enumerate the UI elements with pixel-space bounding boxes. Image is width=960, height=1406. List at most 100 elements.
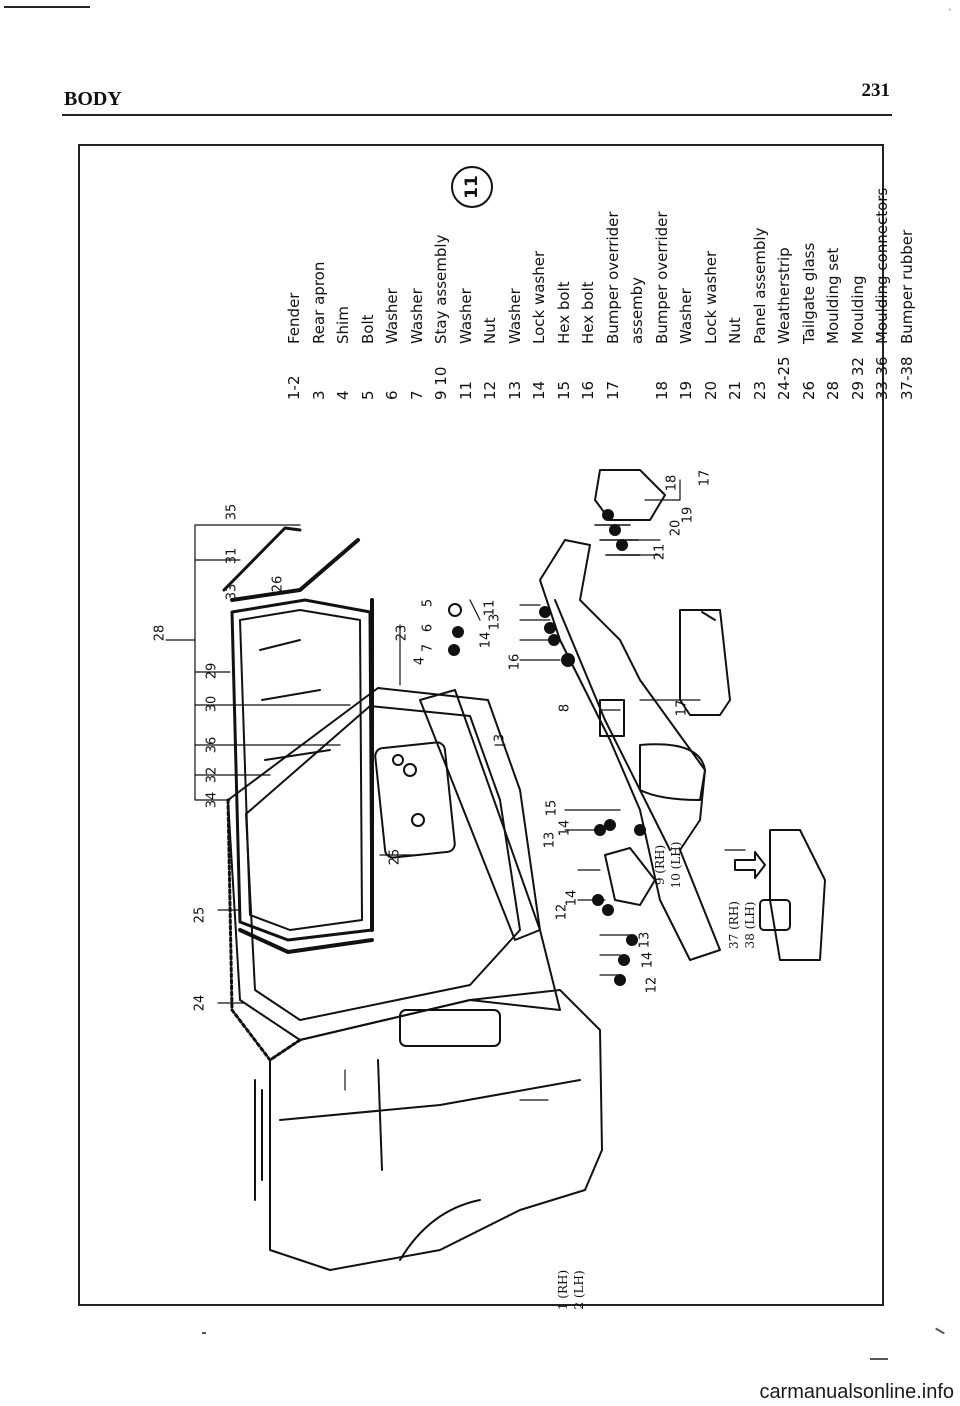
moulding-top bbox=[230, 538, 360, 602]
legend-part-number: 33-36 bbox=[873, 356, 891, 400]
callout-25-lower: 25 bbox=[387, 848, 403, 866]
callout-36: 36 bbox=[204, 736, 220, 754]
callout-3: 3 bbox=[492, 733, 508, 743]
legend-part-label: Weatherstrip bbox=[775, 247, 793, 344]
legend-part-number: 17 bbox=[603, 380, 622, 400]
legend-part-label: Stay assembly bbox=[432, 234, 450, 344]
legend-row: 6Washer bbox=[380, 188, 405, 400]
legend-row: 28Moulding set bbox=[821, 188, 846, 400]
callout-14: 14 bbox=[478, 631, 494, 649]
legend-row: 12Nut bbox=[478, 188, 503, 400]
lock-hole-1 bbox=[403, 763, 417, 777]
callout-37-rh: 37 (RH) bbox=[727, 901, 741, 949]
callout-25-upper: 25 bbox=[192, 906, 208, 924]
legend-part-label: Rear apron bbox=[309, 261, 328, 344]
legend-part-number: 7 bbox=[407, 390, 426, 400]
callout-28: 28 bbox=[152, 624, 168, 642]
callout-38-lh: 38 (LH) bbox=[743, 901, 757, 949]
page-header: BODY 231 bbox=[62, 78, 892, 116]
fender-lines bbox=[254, 1059, 383, 1201]
legend-part-label: assemby bbox=[628, 276, 646, 344]
legend-part-label: Washer bbox=[383, 288, 401, 344]
legend-row: 13 Washer bbox=[503, 188, 528, 400]
legend-part-number: 13 bbox=[505, 380, 524, 400]
callout-33: 33 bbox=[224, 583, 240, 601]
section-title: BODY bbox=[64, 88, 122, 110]
legend-part-label: Panel assembly bbox=[750, 227, 769, 344]
rubber-clip bbox=[759, 899, 791, 931]
legend-row: 37-38Bumper rubber bbox=[895, 188, 920, 400]
fender-outline bbox=[269, 989, 603, 1271]
plate-light bbox=[599, 699, 625, 737]
fender-lamp bbox=[399, 1009, 501, 1047]
callout-21: 21 bbox=[652, 543, 668, 561]
legend-part-label: Washer bbox=[407, 288, 426, 344]
figure-number-badge: 11 bbox=[451, 166, 493, 208]
lock-handle bbox=[392, 754, 404, 766]
legend-part-number: 3 bbox=[309, 390, 328, 400]
washer-13c bbox=[544, 622, 556, 634]
top-rule bbox=[4, 6, 90, 8]
bolt-14 bbox=[618, 954, 630, 966]
legend-part-label: Washer bbox=[505, 288, 524, 344]
legend-part-label: Fender bbox=[285, 292, 303, 344]
callout-35: 35 bbox=[224, 503, 240, 521]
legend-part-label: Shim bbox=[334, 306, 352, 344]
corner-mark: ʾ bbox=[948, 6, 952, 20]
lock-hole-2 bbox=[411, 813, 425, 827]
legend-row: 24-25 Weatherstrip bbox=[772, 188, 797, 400]
legend-part-number: 26 bbox=[799, 380, 818, 400]
callout-29: 29 bbox=[204, 662, 220, 680]
washer-19 bbox=[602, 509, 614, 521]
bolt-12 bbox=[614, 974, 626, 986]
watermark: carmanualsonline.info bbox=[759, 1381, 954, 1403]
legend-part-number: 11 bbox=[456, 380, 475, 400]
callout-9-rh: 9 (RH) bbox=[653, 844, 667, 886]
stray-mark-1 bbox=[202, 1332, 206, 1334]
weatherstrip bbox=[226, 798, 302, 1062]
bolt-16 bbox=[561, 653, 575, 667]
legend-row: 1-2Fender bbox=[282, 188, 307, 400]
washer-6 bbox=[452, 626, 464, 638]
legend-part-label: Moulding connectors bbox=[873, 187, 891, 344]
stay-assembly bbox=[604, 847, 656, 906]
callout-7: 7 bbox=[420, 643, 436, 653]
legend-part-number: 4 bbox=[334, 390, 352, 400]
callout-4: 4 bbox=[412, 656, 428, 666]
washer-7 bbox=[448, 644, 460, 656]
legend-row: 17 Bumper overrider bbox=[601, 188, 626, 400]
callout-13c: 13 bbox=[637, 931, 653, 949]
callout-12b: 12 bbox=[644, 976, 660, 994]
callout-16: 16 bbox=[507, 653, 523, 671]
legend-row: 3 Rear apron bbox=[307, 188, 332, 400]
washer-11 bbox=[539, 606, 551, 618]
glass-frame bbox=[230, 598, 374, 942]
legend-row: 5Bolt bbox=[356, 188, 381, 400]
legend-part-number: 16 bbox=[579, 380, 597, 400]
legend-part-number: 24-25 bbox=[775, 356, 793, 400]
legend-row: 26Tailgate glass bbox=[797, 188, 822, 400]
stray-mark-3 bbox=[870, 1358, 888, 1360]
legend-part-label: Lock washer bbox=[530, 250, 548, 344]
figure-frame bbox=[78, 144, 884, 1306]
legend-part-number: 20 bbox=[701, 380, 720, 400]
callout-1-rh: 1 (RH) bbox=[556, 1269, 570, 1311]
legend-row: assemby bbox=[625, 188, 650, 400]
legend-part-number: 18 bbox=[652, 380, 671, 400]
legend-row: 20Lock washer bbox=[699, 188, 724, 400]
legend-row: 15Hex bolt bbox=[552, 188, 577, 400]
legend-part-label: Washer bbox=[677, 288, 695, 344]
callout-10-lh: 10 (LH) bbox=[669, 841, 683, 889]
legend-part-label: Hex bolt bbox=[579, 281, 597, 344]
callout-13b: 13 bbox=[542, 831, 558, 849]
callout-17a: 17 bbox=[674, 699, 690, 717]
page-number: 231 bbox=[861, 80, 891, 101]
callout-14b: 14 bbox=[557, 819, 573, 837]
callout-6: 6 bbox=[420, 623, 436, 633]
washer-14 bbox=[604, 819, 616, 831]
legend-part-number: 5 bbox=[358, 390, 377, 400]
legend-part-number: 14 bbox=[530, 380, 548, 400]
legend-part-label: Bumper overrider bbox=[603, 211, 622, 344]
callout-32: 32 bbox=[204, 766, 220, 784]
